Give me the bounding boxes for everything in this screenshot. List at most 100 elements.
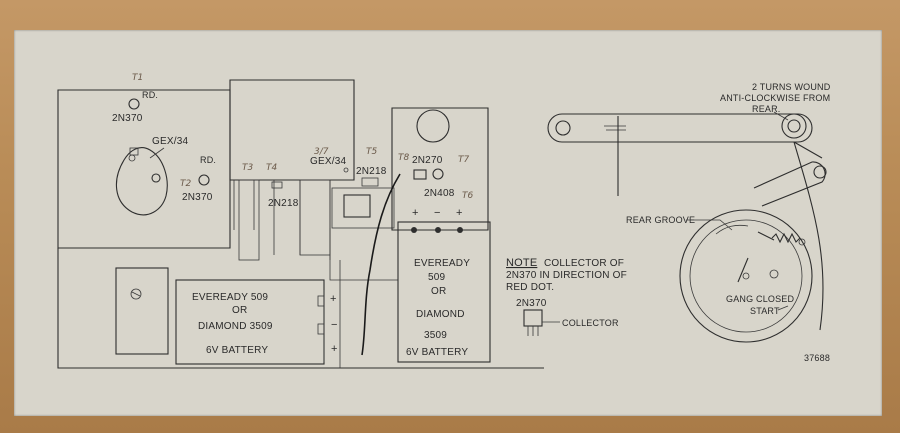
wound-line3: REAR. [752, 104, 781, 114]
spring-anchor [798, 238, 806, 246]
screw-slot [131, 291, 141, 297]
middle-traces [329, 228, 398, 281]
pencil-t2: T2 [180, 179, 191, 189]
pencil-t3: T3 [242, 163, 253, 173]
pencil-t4: T4 [266, 163, 277, 173]
cord-right [793, 141, 824, 331]
middle-component-block [331, 187, 395, 229]
drive-spindle-inner [787, 119, 801, 133]
rear-groove-label: REAR GROOVE [626, 215, 695, 225]
note-line2: 2N370 IN DIRECTION OF [506, 270, 627, 281]
transistor-t5-pad [361, 177, 379, 187]
pencil-t1: T1 [132, 73, 143, 83]
battery-right-line6: 6V BATTERY [406, 347, 468, 358]
pointer-clip [604, 125, 626, 131]
diode-center-label: GEX/34 [310, 156, 346, 167]
battery-right-term-2 [435, 227, 441, 233]
battery-left-minus: − [331, 319, 338, 331]
note-transistor-leads [527, 326, 539, 336]
mounting-hole [416, 109, 450, 143]
idler-pulley-left [555, 120, 571, 136]
diode-symbol [151, 173, 161, 183]
battery-left-term-minus [317, 323, 325, 335]
drum-pointer [737, 257, 749, 283]
screw-head [130, 288, 142, 300]
cord-upper-arc [715, 224, 749, 235]
battery-left-plus-lower: + [331, 343, 338, 355]
component-slot-1 [238, 179, 260, 261]
battery-left-term-plus [317, 295, 325, 307]
rear-groove-leader [686, 219, 733, 231]
dial-cord-rail [547, 113, 813, 143]
note-part: 2N370 [516, 298, 547, 309]
battery-right-term-3 [457, 227, 463, 233]
wound-leader [773, 111, 789, 121]
cord-to-lower-idler [793, 141, 823, 159]
transistor-t8-symbol [432, 168, 444, 180]
battery-right-plus-2: + [456, 207, 463, 219]
battery-right-line4: DIAMOND [416, 309, 465, 320]
lower-idler-pulley [813, 165, 827, 179]
battery-left-line3: DIAMOND 3509 [198, 321, 273, 332]
gang-drum [679, 209, 813, 343]
transistor-t7-label: 2N270 [412, 155, 443, 166]
middle-component [343, 194, 371, 218]
diode-center-dot [343, 167, 349, 173]
battery-right-plus-1: + [412, 207, 419, 219]
transistor-t5-label: 2N218 [356, 166, 387, 177]
gang-drum-groove [689, 219, 803, 333]
pencil-t7: T7 [458, 155, 469, 165]
battery-right-minus: − [434, 207, 441, 219]
battery-left-line2: OR [232, 305, 247, 316]
tension-spring-start [757, 231, 775, 241]
gang-line2: START [750, 306, 780, 316]
center-traces [233, 180, 331, 260]
wound-line1: 2 TURNS WOUND [752, 82, 831, 92]
drum-hole [769, 269, 779, 279]
tension-spring [771, 232, 801, 244]
drive-spindle [781, 113, 807, 139]
gang-leader [777, 305, 789, 311]
note-line1: COLLECTOR OF [544, 258, 624, 269]
diode-leader [149, 147, 165, 159]
layout-card: RD. 2N370 GEX/34 RD. 2N370 2N218 GEX/34 … [14, 30, 882, 416]
battery-left-clip [323, 260, 341, 368]
battery-right-line3: OR [431, 286, 446, 297]
transistor-t7-pad [413, 169, 427, 180]
note-heading: NOTE [506, 257, 537, 269]
part-number: 37688 [804, 353, 830, 363]
battery-right [397, 221, 491, 363]
pencil-t5: T5 [366, 147, 377, 157]
left-board-outline [57, 89, 231, 249]
note-line3: RED DOT. [506, 282, 554, 293]
layout-diagram: RD. 2N370 GEX/34 RD. 2N370 2N218 GEX/34 … [57, 73, 831, 369]
transistor-t1-label: 2N370 [112, 113, 143, 124]
battery-left-line4: 6V BATTERY [206, 345, 268, 356]
battery-right-term-1 [411, 227, 417, 233]
pencil-note: 3/7 [314, 147, 329, 157]
drum-hub [742, 272, 750, 280]
collector-label: COLLECTOR [562, 318, 619, 328]
component-slot-2 [299, 179, 331, 256]
battery-left-plus: + [330, 293, 337, 305]
pencil-t6: T6 [462, 191, 473, 201]
flying-lead [361, 173, 401, 356]
screw-block [115, 267, 169, 355]
board-outer-edge [57, 248, 544, 369]
transistor-t4-pad [271, 181, 283, 189]
coil-form [115, 147, 168, 216]
transistor-t2-rd: RD. [200, 155, 216, 165]
battery-right-line2: 509 [428, 272, 446, 283]
transistor-t8-label: 2N408 [424, 188, 455, 199]
diode-label: GEX/34 [152, 136, 188, 147]
transistor-t1-rd: RD. [142, 90, 158, 100]
coil-terminal [129, 147, 139, 156]
note-transistor [523, 309, 543, 327]
transistor-t2-label: 2N370 [182, 192, 213, 203]
lower-idler-arm [753, 161, 826, 207]
transistor-t1-symbol [128, 98, 140, 110]
pencil-t8: T8 [398, 153, 409, 163]
center-top-board [229, 79, 355, 181]
battery-right-line1: EVEREADY [414, 258, 470, 269]
